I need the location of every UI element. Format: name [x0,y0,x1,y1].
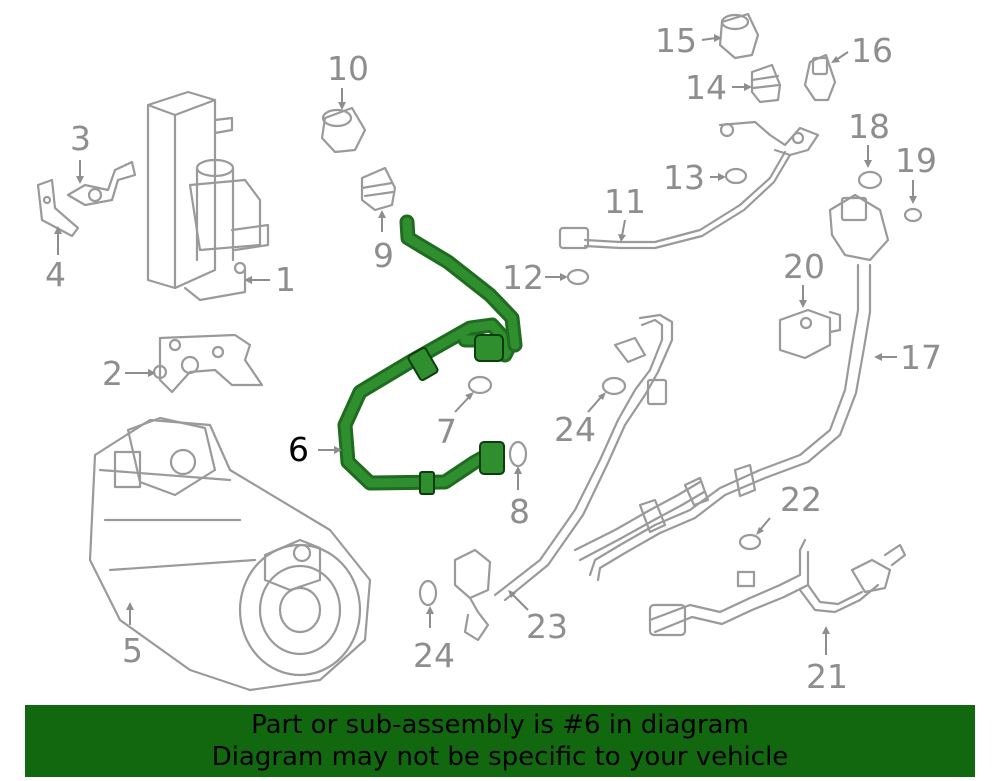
callout-8: 8 [509,492,530,531]
part-19-oring[interactable] [903,207,923,223]
part-20-block[interactable] [778,308,842,360]
part-2-bracket[interactable] [152,333,264,394]
part-7-oring[interactable] [467,375,493,395]
callout-2: 2 [102,354,123,393]
callout-21: 21 [806,657,848,696]
part-11-line[interactable] [558,120,820,250]
part-18-oring[interactable] [857,170,883,190]
part-9-cap[interactable] [360,166,397,212]
part-14-cap[interactable] [750,63,782,104]
banner-line-1: Part or sub-assembly is #6 in diagram [251,710,749,740]
callout-12: 12 [502,258,544,297]
callout-17: 17 [900,338,942,377]
callout-6: 6 [288,430,309,469]
part-24a-oring[interactable] [601,376,627,396]
callout-7: 7 [436,412,457,451]
callout-16: 16 [851,31,893,70]
part-10-cap[interactable] [320,106,367,154]
leader-lines [54,34,917,655]
parts-diagram: 1 2 3 4 5 6 7 8 9 10 11 12 13 14 15 16 1… [36,12,942,696]
callout-4: 4 [45,255,66,294]
callout-5: 5 [122,631,143,670]
part-6-highlighted-hose[interactable] [337,317,518,495]
callout-19: 19 [895,141,937,180]
callout-3: 3 [70,119,91,158]
callout-15: 15 [655,21,697,60]
upper-hose-line[interactable] [399,214,523,353]
part-1-module[interactable] [146,90,270,302]
part-22-oring[interactable] [738,533,762,551]
callout-23: 23 [526,607,568,646]
banner-line-2: Diagram may not be specific to your vehi… [211,742,789,772]
part-4-bracket[interactable] [36,178,80,238]
callout-18: 18 [848,107,890,146]
callout-9: 9 [373,236,394,275]
callout-14: 14 [685,68,727,107]
callout-11: 11 [604,182,646,221]
callout-24b: 24 [413,636,455,675]
info-banner: Part or sub-assembly is #6 in diagram Di… [25,705,975,777]
callout-1: 1 [275,260,296,299]
part-13-oring[interactable] [724,167,748,185]
part-24b-oring[interactable] [418,579,438,607]
part-3-bracket[interactable] [66,160,137,207]
callout-labels: 1 2 3 4 5 6 7 8 9 10 11 12 13 14 15 16 1… [45,21,942,696]
callout-22: 22 [780,480,822,519]
part-8-oring[interactable] [508,440,528,468]
callout-20: 20 [783,247,825,286]
part-5-compressor[interactable] [88,416,372,692]
part-15-cap[interactable] [718,12,760,60]
callout-13: 13 [663,158,705,197]
callout-10: 10 [327,49,369,88]
part-12-oring[interactable] [566,268,590,286]
part-23-line[interactable] [453,313,710,642]
callout-24a: 24 [554,410,596,449]
part-21-line[interactable] [648,538,907,637]
part-17-line[interactable] [588,193,890,582]
part-16-sensor[interactable] [803,53,837,102]
